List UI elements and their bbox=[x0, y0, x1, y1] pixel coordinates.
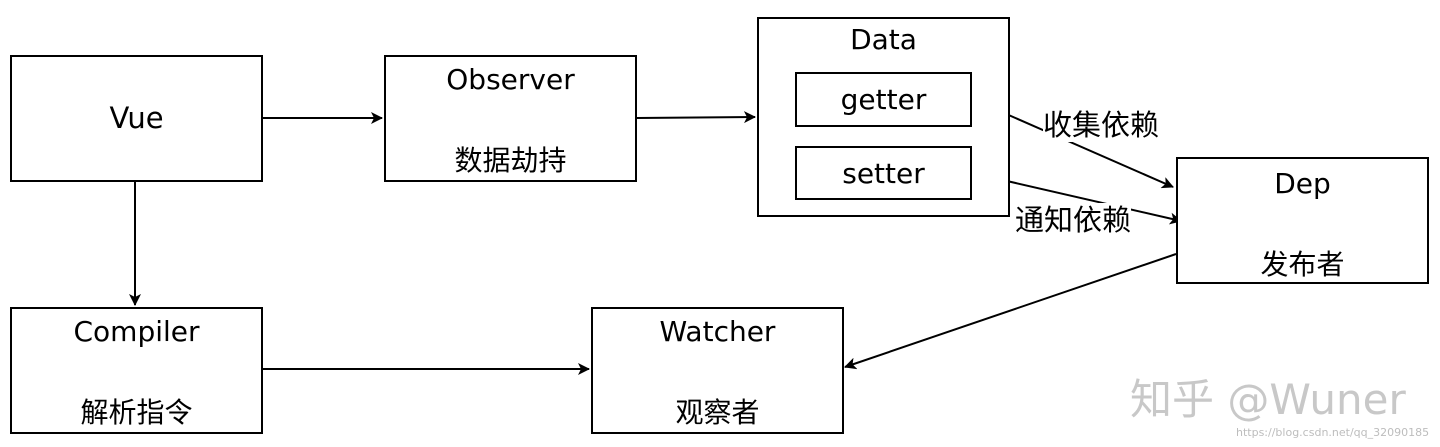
setter-label: setter bbox=[842, 157, 925, 190]
watcher-title: Watcher bbox=[659, 315, 776, 348]
compiler-node: Compiler 解析指令 bbox=[10, 307, 263, 434]
vue-title: Vue bbox=[109, 101, 164, 135]
observer-title: Observer bbox=[446, 63, 575, 96]
watermark-zhihu: 知乎 @Wuner bbox=[1130, 375, 1406, 424]
observer-node: Observer 数据劫持 bbox=[384, 55, 637, 182]
setter-node: setter bbox=[795, 146, 972, 200]
arrow-observer-to-data bbox=[636, 111, 756, 124]
dep-subtitle: 发布者 bbox=[1260, 248, 1345, 281]
dep-node: Dep 发布者 bbox=[1176, 157, 1429, 284]
getter-node: getter bbox=[795, 72, 972, 127]
arrow-dep-to-watcher bbox=[844, 253, 1177, 370]
compiler-title: Compiler bbox=[73, 315, 200, 348]
compiler-subtitle: 解析指令 bbox=[80, 396, 193, 429]
dep-title: Dep bbox=[1274, 167, 1331, 200]
edge-label-notify: 通知依赖 bbox=[1015, 203, 1132, 237]
observer-subtitle: 数据劫持 bbox=[454, 144, 567, 177]
vue-node: Vue bbox=[10, 55, 263, 182]
getter-label: getter bbox=[840, 83, 927, 116]
data-title: Data bbox=[850, 23, 917, 56]
watermark-url: https://blog.csdn.net/qq_32090185 bbox=[1236, 426, 1430, 439]
watcher-node: Watcher 观察者 bbox=[591, 307, 844, 434]
edge-label-collect: 收集依赖 bbox=[1043, 108, 1160, 142]
watcher-subtitle: 观察者 bbox=[675, 396, 760, 429]
